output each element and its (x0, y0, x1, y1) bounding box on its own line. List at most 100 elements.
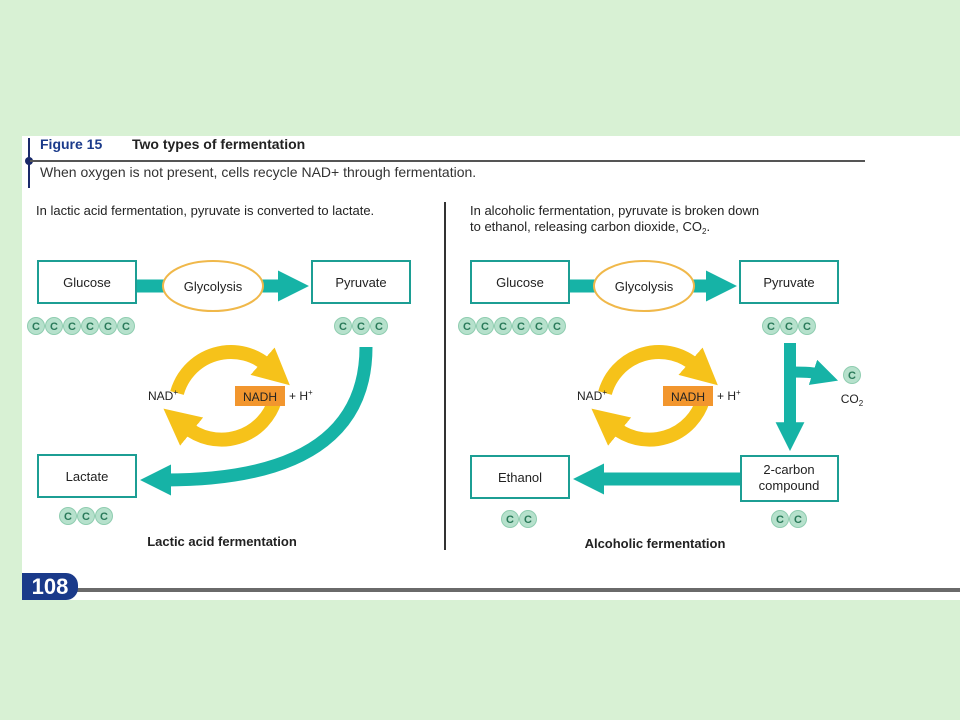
carbon-atom-label: C (848, 370, 856, 382)
left-hplus-label: + H+ (289, 388, 313, 403)
right-intro-line1: In alcoholic fermentation, pyruvate is b… (470, 203, 759, 218)
carbon-atom-label: C (68, 321, 76, 333)
carbon-atom (117, 317, 135, 335)
left-glucose-box (37, 260, 137, 304)
left-panel-name: Lactic acid fermentation (147, 534, 297, 549)
carbon-atom (762, 317, 780, 335)
carbon-atom-label: C (794, 514, 802, 526)
page-rule (72, 588, 960, 592)
carbon-atom (771, 510, 789, 528)
right-glycolysis-oval (593, 260, 695, 312)
header-dot (25, 157, 33, 165)
carbon-atom-label: C (86, 321, 94, 333)
carbon-atom-label: C (50, 321, 58, 333)
carbon-atom-label: C (517, 321, 525, 333)
carbon-atom-label: C (499, 321, 507, 333)
carbon-atom-label: C (776, 514, 784, 526)
carbon-atom (99, 317, 117, 335)
carbon-atom-label: C (357, 321, 365, 333)
carbon-atom-label: C (535, 321, 543, 333)
left-pyruvate-label: Pyruvate (335, 275, 386, 290)
left-lactate-box (37, 454, 137, 498)
carbon-atom (370, 317, 388, 335)
right-glucose-label: Glucose (496, 275, 544, 290)
figure-caption: When oxygen is not present, cells recycl… (40, 164, 477, 180)
carbon-atom (334, 317, 352, 335)
left-lactate-label: Lactate (66, 469, 109, 484)
carbon-atom-label: C (82, 511, 90, 523)
carbon-atom (780, 317, 798, 335)
right-glycolysis-label: Glycolysis (615, 279, 674, 294)
right-panel-name: Alcoholic fermentation (585, 536, 726, 551)
carbon-atom (548, 317, 566, 335)
right-co2-branch-arrow (789, 359, 839, 385)
right-two-carbon-line2: compound (759, 478, 820, 493)
carbon-atom (77, 507, 95, 525)
carbon-atom-label: C (803, 321, 811, 333)
carbon-atom-label: C (375, 321, 383, 333)
left-glycolysis-oval (162, 260, 264, 312)
carbon-atom (843, 366, 861, 384)
carbon-atom (494, 317, 512, 335)
carbon-atom-label: C (463, 321, 471, 333)
left-glucose-label: Glucose (63, 275, 111, 290)
carbon-atom-label: C (122, 321, 130, 333)
carbon-atom-label: C (524, 514, 532, 526)
carbon-atom (81, 317, 99, 335)
right-pyruvate-box (739, 260, 839, 304)
carbon-atom-label: C (339, 321, 347, 333)
right-hplus-label: + H+ (717, 388, 741, 403)
carbon-atom (519, 510, 537, 528)
carbon-atom (27, 317, 45, 335)
right-co2-label: CO2 (841, 392, 864, 408)
left-pyruvate-to-lactate-arrow (140, 346, 373, 496)
carbon-atom (63, 317, 81, 335)
carbon-atom (501, 510, 519, 528)
carbon-atom (352, 317, 370, 335)
right-two-carbon-line1: 2-carbon (763, 462, 814, 477)
carbon-atom-label: C (32, 321, 40, 333)
carbon-atom (530, 317, 548, 335)
left-intro: In lactic acid fermentation, pyruvate is… (36, 203, 374, 218)
right-glucose-box (470, 260, 570, 304)
panel-divider (444, 202, 446, 550)
left-nad-label: NAD+ (148, 388, 178, 403)
carbon-atom (95, 507, 113, 525)
carbon-atom-label: C (785, 321, 793, 333)
right-co2-carbon: C (843, 366, 861, 384)
right-nadh-label: NADH (671, 390, 705, 404)
carbon-atom (45, 317, 63, 335)
right-ethanol-label: Ethanol (498, 470, 542, 485)
carbon-atom-label: C (100, 511, 108, 523)
carbon-atom (798, 317, 816, 335)
carbon-atom-label: C (506, 514, 514, 526)
carbon-atom-label: C (767, 321, 775, 333)
left-nadh-box (235, 386, 285, 406)
right-two-carbon-box (740, 455, 839, 502)
carbon-atom (59, 507, 77, 525)
page-number: 108 (22, 573, 78, 600)
carbon-atom-label: C (64, 511, 72, 523)
carbon-atom (476, 317, 494, 335)
right-nadh-box (663, 386, 713, 406)
left-glycolysis-label: Glycolysis (184, 279, 243, 294)
left-pyruvate-box (311, 260, 411, 304)
right-cycle-bottom-arrow (591, 397, 710, 447)
carbon-atom (458, 317, 476, 335)
left-cycle-bottom-arrow (163, 397, 282, 447)
left-nadh-label: NADH (243, 390, 277, 404)
header-rule (30, 160, 865, 162)
carbon-atom (789, 510, 807, 528)
carbon-atom-label: C (481, 321, 489, 333)
right-intro-line2: to ethanol, releasing carbon dioxide, CO… (470, 219, 710, 236)
carbon-atom-label: C (553, 321, 561, 333)
carbon-atom-label: C (104, 321, 112, 333)
